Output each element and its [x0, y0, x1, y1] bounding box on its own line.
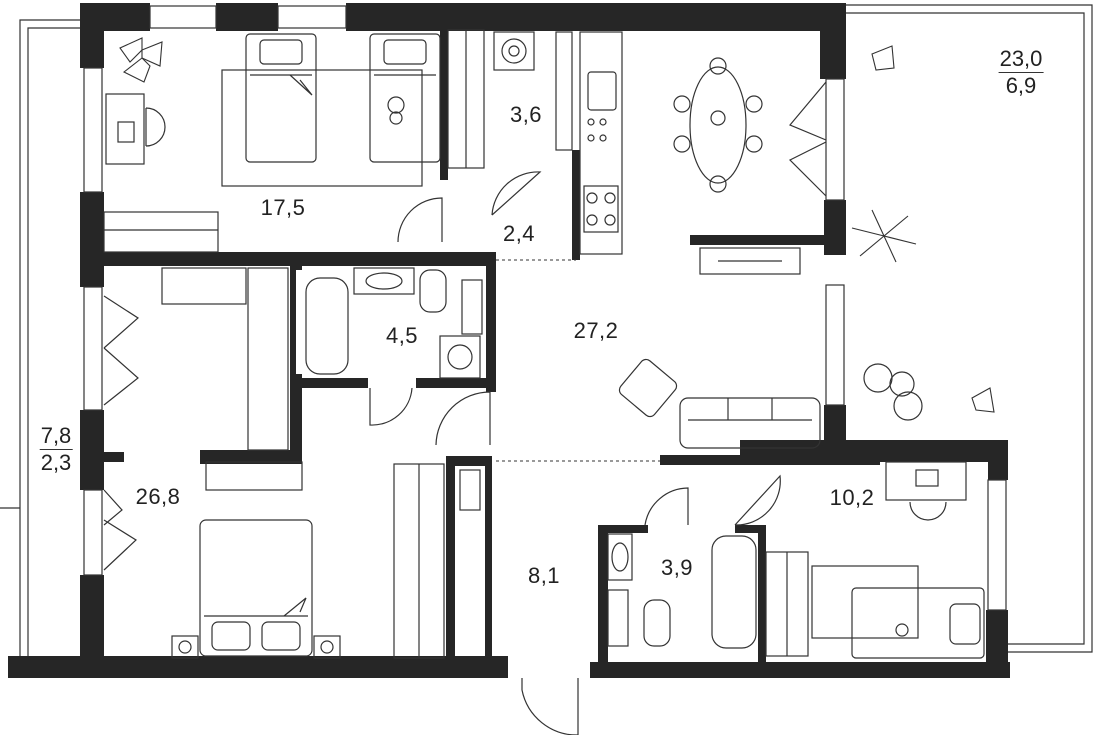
wall-cutouts — [296, 270, 486, 656]
area-kids-room: 10,2 — [829, 485, 875, 510]
doors — [103, 81, 827, 735]
dashed-separators — [496, 259, 660, 462]
terrace-area-total: 23,0 — [998, 46, 1044, 73]
wardrobe-top-bedroom — [103, 211, 219, 253]
kids-furniture — [765, 461, 985, 659]
wardrobes-master — [161, 267, 445, 659]
bed-twin-left — [245, 33, 317, 163]
entry-cabinet — [459, 469, 481, 511]
terrace-area-label: 23,0 6,9 — [998, 46, 1044, 99]
area-bathroom-2: 3,9 — [660, 555, 694, 580]
terrace-plant-icon — [851, 45, 995, 413]
bed-double — [199, 519, 313, 657]
kitchen-counter — [579, 31, 623, 255]
nightstands — [171, 635, 341, 659]
area-small-hall: 2,4 — [502, 221, 536, 246]
bathroom-2-fixtures — [607, 533, 757, 649]
balcony-area-label: 7,8 2,3 — [39, 423, 73, 476]
tv-stand — [699, 247, 801, 275]
desk-top — [105, 93, 166, 165]
terrace-chairs — [863, 363, 923, 421]
balcony-area-reduced: 2,3 — [40, 450, 72, 475]
area-corridor: 8,1 — [527, 563, 561, 588]
terrace-east — [846, 4, 1093, 653]
area-master-bedroom: 26,8 — [135, 484, 181, 509]
bedroom-rug — [221, 69, 423, 187]
dining-table — [673, 57, 763, 193]
area-bathroom-1: 4,5 — [385, 323, 419, 348]
area-wardrobe-room: 3,6 — [509, 102, 543, 127]
area-bedroom-top: 17,5 — [260, 195, 306, 220]
terrace-area-reduced: 6,9 — [1005, 73, 1037, 98]
plant-icon — [119, 37, 163, 83]
bed-twin-right — [369, 33, 441, 163]
balcony-area-total: 7,8 — [39, 423, 73, 450]
armchair — [618, 358, 678, 418]
windows — [83, 5, 1007, 611]
bathroom-1-fixtures — [305, 267, 483, 379]
sofa — [679, 397, 821, 449]
wardrobe-room-furniture — [447, 29, 573, 169]
area-living-room: 27,2 — [573, 318, 619, 343]
balcony-west — [0, 19, 84, 660]
